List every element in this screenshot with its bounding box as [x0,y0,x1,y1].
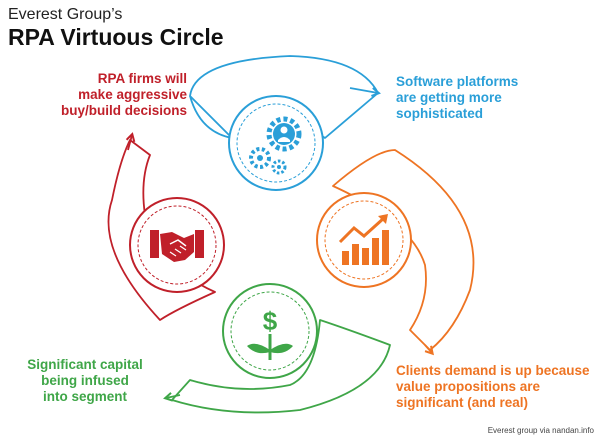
svg-text:$: $ [263,306,278,336]
label-line: Software platforms [396,74,519,89]
green-arc-arrow [171,319,391,414]
label-line: significant (and real) [396,395,529,410]
green-arrow-head [166,395,181,398]
label-line: value propositions are [396,379,541,394]
label-line: Significant capital [27,357,143,372]
label-line: sophisticated [396,106,484,121]
growth-chart-icon [316,192,412,288]
diagram-title: RPA Virtuous Circle [8,24,224,50]
label-line: being infused [41,373,129,388]
handshake-icon [129,197,225,293]
orange-arc-arrow [332,149,475,351]
stage-label-software-platforms: Software platforms are getting more soph… [396,74,566,122]
red-arrow-head [128,135,132,151]
orange-arrow-head [424,344,432,353]
stage-label-capital: Significant capital being infused into s… [18,357,152,405]
dollar-plant-icon: $ [222,283,318,379]
label-line: Clients demand is up because [396,363,590,378]
source-credit: Everest group via nandan.info [487,426,594,435]
stage-label-clients-demand: Clients demand is up because value propo… [396,363,596,411]
label-line: buy/build decisions [60,103,187,118]
label-line: are getting more [396,90,502,105]
gears-person-icon [228,95,324,191]
label-line: make aggressive [78,87,187,102]
blue-arrow-head [349,87,378,93]
stage-label-buy-build: RPA firms will make aggressive buy/build… [33,71,187,119]
label-line: into segment [42,389,127,404]
label-line: RPA firms will [97,71,187,86]
diagram-subtitle: Everest Group’s [8,6,123,23]
